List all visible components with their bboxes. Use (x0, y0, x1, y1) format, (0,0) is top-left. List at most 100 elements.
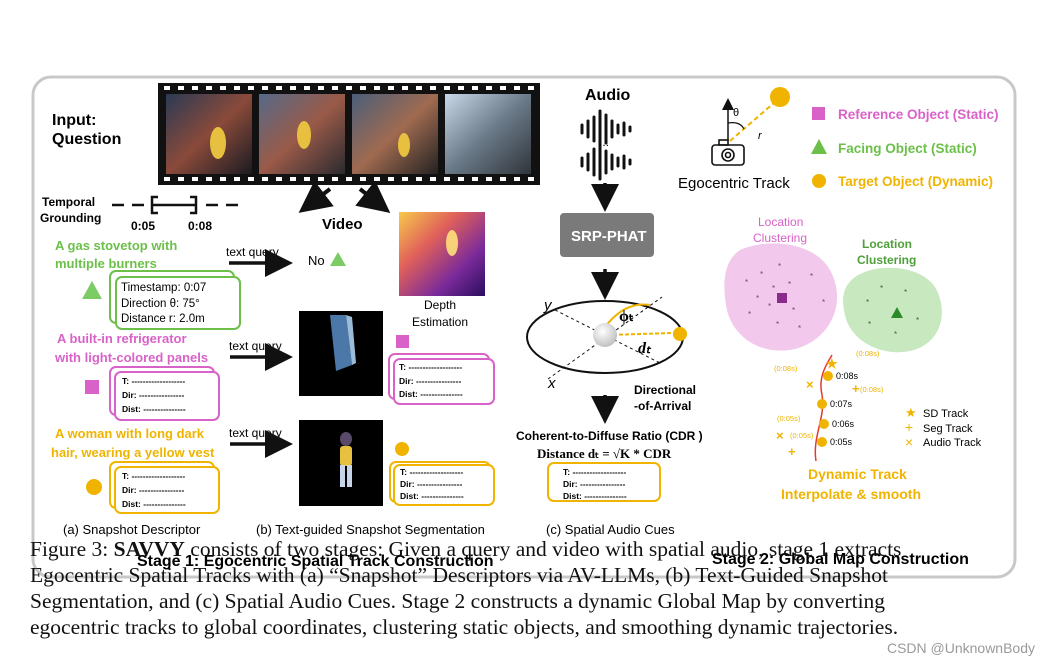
svg-text:*: * (822, 298, 825, 307)
camera-icon (711, 139, 745, 166)
blank-t-2: T: ------------------- (122, 376, 185, 386)
svg-text:*: * (916, 316, 919, 325)
audio-track-x-icon: × (905, 434, 913, 450)
blank-dir-b2: Dir: ---------------- (399, 376, 461, 386)
blank-dist-2: Dist: --------------- (122, 404, 186, 414)
blank-t-b2: T: ------------------- (399, 362, 462, 372)
srp-phat-label: SRP-PHAT (571, 228, 647, 245)
green-cluster-label-1: Location (862, 237, 912, 251)
video-filmstrip (158, 83, 540, 185)
caption-line-2: Egocentric Spatial Tracks with (a) “Snap… (30, 563, 888, 587)
track-markers: ★×+×+ (776, 356, 860, 459)
svg-text:+: + (788, 444, 796, 459)
distance-formula: Distance dₜ = √K * CDR (537, 446, 672, 461)
object-1-line-2: multiple burners (55, 256, 157, 271)
srp-phat-box (560, 213, 654, 257)
axis-x-label: x (547, 375, 556, 392)
theta-label: θ (733, 107, 739, 119)
object-3-line-1: A woman with long dark (55, 426, 205, 441)
caption-line-3: Segmentation, and (c) Spatial Audio Cues… (30, 589, 886, 613)
svg-text:*: * (788, 280, 791, 289)
blank-t-c: T: ------------------- (563, 467, 626, 477)
track-small-time-1b: (0:08s) (860, 385, 884, 394)
blank-dist-b3: Dist: --------------- (400, 491, 464, 501)
stage1-title: Stage 1: Egocentric Spatial Track Constr… (137, 553, 494, 570)
track-time-0: 0:08s (836, 371, 859, 381)
object-2-line-2: with light-colored panels (54, 350, 208, 365)
svg-text:*: * (868, 320, 871, 329)
caption-prefix: Figure 3: (30, 537, 114, 561)
green-cluster-label-2: Clustering (857, 253, 916, 267)
object-2-line-1: A built-in refrigerator (57, 331, 187, 346)
track-time-3: 0:05s (830, 437, 853, 447)
svg-text:×: × (776, 428, 784, 443)
depth-map-image (399, 212, 485, 296)
query-label-1: text query (226, 245, 279, 259)
blank-dist-b2: Dist: --------------- (399, 389, 463, 399)
svg-text:*: * (798, 324, 801, 333)
svg-text:*: * (748, 310, 751, 319)
doa-label-1: Directional (634, 383, 696, 397)
watermark: CSDN @UnknownBody (886, 640, 1035, 656)
track-legend-1: Seg Track (923, 423, 973, 435)
dynamic-track-curve (814, 354, 833, 462)
legend-square-icon (812, 107, 825, 120)
blank-t-3: T: ------------------- (122, 471, 185, 481)
caption-line-4: egocentric tracks to global coordinates,… (30, 615, 899, 639)
track-small-time-2: (0:05s) (777, 414, 801, 423)
dynamic-track-label-2: Interpolate & smooth (781, 486, 921, 502)
svg-text:*: * (768, 302, 771, 311)
egocentric-track-label: Egocentric Track (678, 175, 790, 192)
r-label: r (758, 130, 763, 142)
green-cluster-region (843, 267, 942, 353)
input-label: Input: (52, 112, 96, 129)
legend-label-2: Target Object (Dynamic) (838, 174, 993, 189)
svg-text:*: * (778, 262, 781, 271)
track-points (817, 371, 833, 447)
phi-label: ϕₜ (619, 308, 634, 325)
svg-text:×: × (806, 377, 814, 392)
legend-label-0: Reference Object (Static) (838, 107, 999, 122)
svg-text:*: * (880, 284, 883, 293)
query-label-2: text query (229, 339, 282, 353)
descriptor-distance: Distance r: 2.0m (121, 313, 205, 325)
ref-square-icon-b (396, 335, 409, 348)
blank-dir-c: Dir: ---------------- (563, 479, 625, 489)
green-cluster-center-triangle-icon (891, 307, 903, 318)
blank-dir-3: Dir: ---------------- (122, 485, 184, 495)
cdr-label: Coherent-to-Diffuse Ratio (CDR ) (516, 429, 703, 443)
reference-object-square-icon (85, 380, 99, 394)
blank-dir-2: Dir: ---------------- (122, 390, 184, 400)
svg-text:*: * (756, 294, 759, 303)
svg-text:*: * (760, 270, 763, 279)
svg-text:*: * (776, 320, 779, 329)
svg-text:*: * (904, 288, 907, 297)
svg-text:+: + (852, 381, 860, 396)
track-time-2: 0:06s (832, 419, 855, 429)
audio-ellipsis: ... (599, 135, 609, 149)
time-start: 0:05 (131, 219, 155, 233)
legend-triangle-icon (811, 139, 827, 154)
axis-y-label: y (543, 297, 553, 314)
temporal-label-2: Grounding (40, 211, 101, 225)
caption-line-1: Figure 3: SAVVY consists of two stages: … (30, 536, 1025, 562)
no-triangle-icon (330, 252, 346, 266)
target-circle-icon-b (395, 442, 409, 456)
audio-waveform-icon (580, 109, 632, 181)
doa-diagram (526, 296, 687, 380)
doa-label-2: -of-Arrival (634, 399, 691, 413)
svg-text:*: * (772, 284, 775, 293)
time-end: 0:08 (188, 219, 212, 233)
pink-cluster-label-1: Location (758, 215, 803, 229)
track-legend-0: SD Track (923, 408, 969, 420)
sublabel-a: (a) Snapshot Descriptor (63, 522, 201, 537)
blank-dist-c: Dist: --------------- (563, 491, 627, 501)
track-small-time-1: (0:08s) (856, 349, 880, 358)
no-label: No (308, 253, 325, 268)
sublabel-c: (c) Spatial Audio Cues (546, 522, 675, 537)
facing-object-triangle-icon (82, 281, 102, 299)
d-label: dₜ (638, 340, 652, 357)
svg-text:*: * (866, 298, 869, 307)
seg-track-plus-icon: + (905, 419, 913, 435)
